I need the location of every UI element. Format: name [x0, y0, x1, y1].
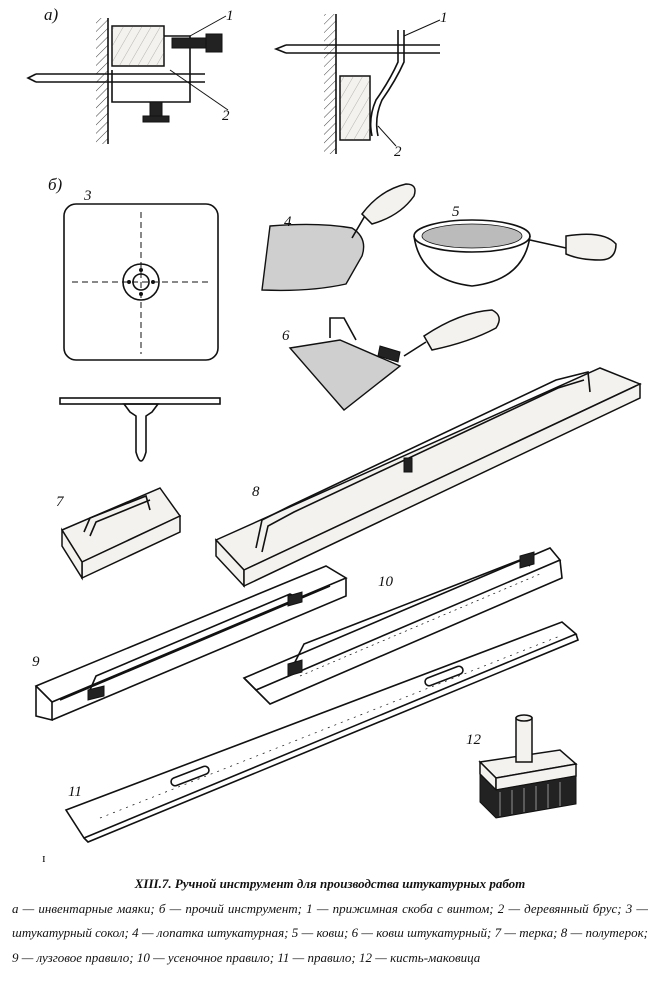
callout-1-left: 1 [226, 8, 234, 24]
callout-10: 10 [378, 574, 394, 590]
plaster-hawk [59, 203, 221, 462]
callout-7: 7 [56, 494, 65, 510]
external-corner-rule [242, 547, 563, 705]
brush-makovitsa [478, 714, 578, 819]
callout-12: 12 [466, 732, 482, 748]
caption-text: а — инвентарные маяки; б — прочий инстру… [12, 900, 648, 966]
half-float [214, 367, 642, 588]
section-label-b: б) [48, 175, 63, 194]
inside-corner-rule [34, 565, 348, 722]
callout-9: 9 [32, 654, 40, 670]
plaster-bucket-trowel [288, 309, 500, 411]
section-label-a: а) [44, 5, 59, 24]
callout-2-left: 2 [222, 108, 230, 124]
margin-mark: ɪ [42, 850, 46, 865]
straight-rule [64, 621, 579, 843]
callout-1-right: 1 [440, 10, 448, 26]
inventory-beacon-left [26, 15, 229, 144]
inventory-beacon-right [273, 14, 441, 154]
figure-caption: XIII.7. Ручной инструмент для производст… [12, 872, 648, 971]
plaster-scoop [413, 219, 617, 287]
callout-4: 4 [284, 214, 292, 230]
callout-6: 6 [282, 328, 290, 344]
caption-title: XIII.7. Ручной инструмент для производст… [134, 876, 526, 891]
plaster-trowel [261, 183, 416, 292]
callout-5: 5 [452, 204, 460, 220]
plaster-float [60, 487, 182, 581]
callout-8: 8 [252, 484, 260, 500]
callout-11: 11 [68, 784, 82, 800]
tools-illustration: а) 1 2 1 2 б) [26, 5, 642, 843]
callout-2-right: 2 [394, 144, 402, 160]
callout-3: 3 [83, 188, 92, 204]
